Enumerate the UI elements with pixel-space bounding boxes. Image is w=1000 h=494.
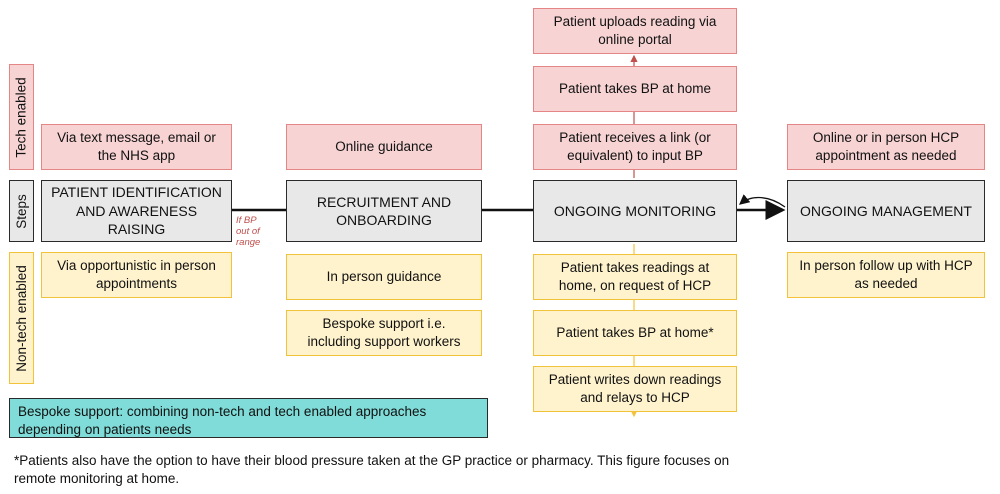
step-identification: PATIENT IDENTIFICATION AND AWARENESS RAI… <box>41 180 232 242</box>
tech-enabled-label: Tech enabled <box>9 64 34 170</box>
step-monitoring: ONGOING MONITORING <box>533 180 737 242</box>
bespoke-support-banner: Bespoke support: combining non-tech and … <box>9 398 488 438</box>
tech-management-box: Online or in person HCP appointment as n… <box>787 124 985 170</box>
tech-enabled-text: Tech enabled <box>14 76 30 158</box>
feedback-arrow <box>739 194 786 208</box>
nontech-monitoring-box-1: Patient takes readings at home, on reque… <box>533 254 737 300</box>
tech-monitoring-box-3: Patient uploads reading via online porta… <box>533 8 737 54</box>
step-recruitment: RECRUITMENT AND ONBOARDING <box>286 180 482 242</box>
non-tech-enabled-label: Non-tech enabled <box>9 252 34 384</box>
tech-recruitment-box: Online guidance <box>286 124 482 170</box>
nontech-monitoring-box-3: Patient writes down readings and relays … <box>533 366 737 412</box>
footnote: *Patients also have the option to have t… <box>14 453 730 487</box>
nontech-identification-box: Via opportunistic in person appointments <box>41 252 232 298</box>
if-bp-out-of-range-note: If BP out of range <box>236 215 261 248</box>
steps-label: Steps <box>9 180 34 242</box>
nontech-recruitment-box-2: Bespoke support i.e. including support w… <box>286 310 482 356</box>
nontech-monitoring-box-2: Patient takes BP at home* <box>533 310 737 356</box>
nontech-recruitment-box-1: In person guidance <box>286 254 482 300</box>
tech-monitoring-box-1: Patient receives a link (or equivalent) … <box>533 124 737 170</box>
tech-identification-box: Via text message, email or the NHS app <box>41 124 232 170</box>
nontech-management-box: In person follow up with HCP as needed <box>787 252 985 298</box>
step-management: ONGOING MANAGEMENT <box>787 180 985 242</box>
non-tech-enabled-text: Non-tech enabled <box>14 264 30 372</box>
tech-monitoring-box-2: Patient takes BP at home <box>533 66 737 112</box>
steps-text: Steps <box>14 193 29 229</box>
